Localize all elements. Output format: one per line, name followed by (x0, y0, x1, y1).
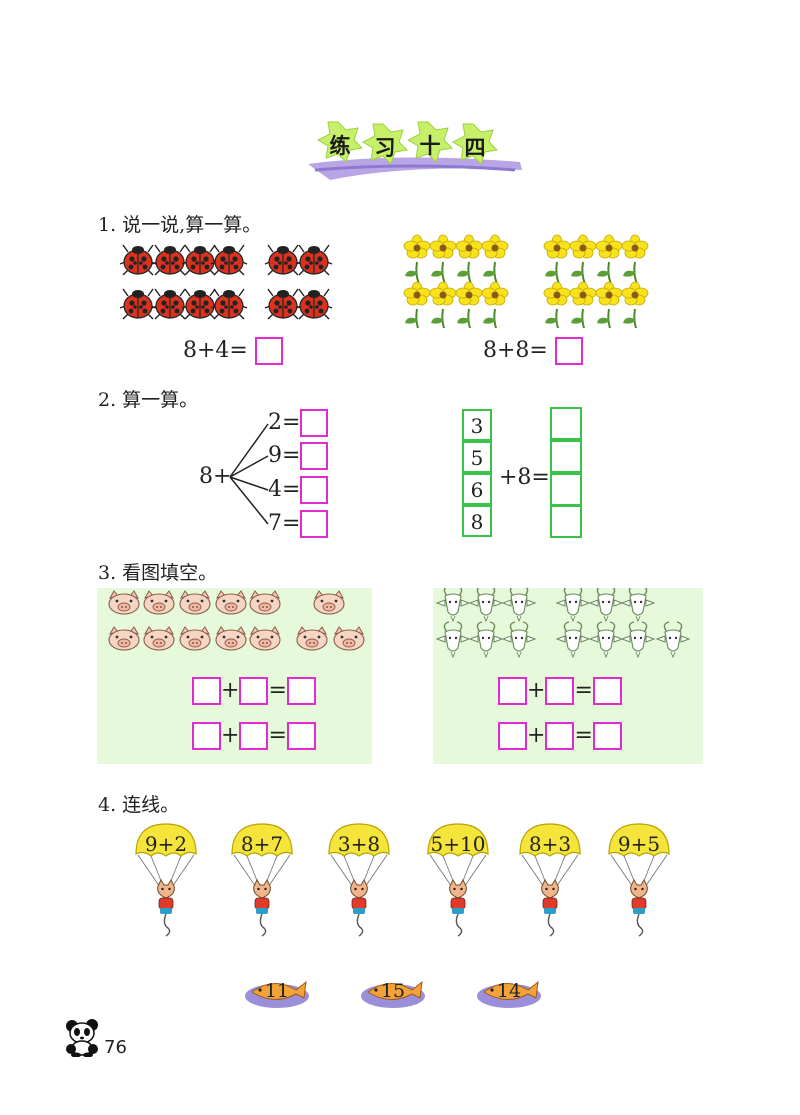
answer-cell[interactable] (550, 440, 582, 473)
page-title: 练 习 十 四 (300, 112, 530, 192)
answer-box[interactable] (300, 442, 329, 470)
section-3-label: 3. 看图填空。 (98, 562, 218, 584)
parachute-card[interactable]: 9+5 (607, 822, 671, 940)
answer-cell[interactable] (550, 505, 582, 538)
equation-text: 8+8= (483, 338, 548, 363)
parachute-expression: 3+8 (337, 832, 381, 856)
answer-box[interactable] (554, 337, 583, 365)
pig-panel: += += (97, 588, 372, 764)
answer-box[interactable] (239, 677, 269, 705)
answer-cell[interactable] (550, 473, 582, 506)
equals-sign: = (574, 723, 593, 748)
plus-sign: + (527, 678, 546, 703)
number-cell: 6 (462, 473, 492, 505)
plus-sign: + (221, 678, 240, 703)
parachute-card[interactable]: 5+10 (426, 822, 490, 940)
branch-row: 2= (268, 409, 329, 437)
equals-sign: = (268, 678, 287, 703)
answer-box[interactable] (545, 722, 575, 750)
parachute-expression: 8+3 (528, 832, 572, 856)
answer-box[interactable] (592, 677, 622, 705)
branch-base: 8+ (199, 464, 232, 489)
fish-card[interactable]: 14 (476, 974, 542, 1010)
answer-box[interactable] (286, 677, 316, 705)
answer-box[interactable] (498, 722, 527, 750)
column-operator: +8= (499, 465, 550, 490)
title-char: 四 (464, 136, 486, 160)
section-2-label: 2. 算一算。 (98, 389, 199, 411)
equation-text: 8+4= (183, 338, 248, 363)
parachute-card[interactable]: 3+8 (327, 822, 391, 940)
equation-row: += (192, 722, 316, 750)
fish-number: 15 (380, 980, 406, 1002)
answer-box[interactable] (254, 337, 283, 365)
section-1-label: 1. 说一说,算一算。 (98, 214, 262, 236)
branch-row: 4= (268, 476, 329, 504)
answer-box[interactable] (592, 722, 622, 750)
equation-row: += (498, 722, 622, 750)
branch-row: 7= (268, 510, 329, 538)
fish-number: 11 (264, 980, 290, 1002)
flower-group (395, 233, 655, 332)
branch-lines (229, 423, 269, 525)
branch-text: 4= (268, 477, 301, 502)
answer-box[interactable] (192, 722, 221, 750)
branch-text: 2= (268, 410, 301, 435)
equation-row: += (498, 677, 622, 705)
branch-text: 9= (268, 443, 301, 468)
title-swoosh-decoration (308, 121, 522, 180)
answer-box[interactable] (239, 722, 269, 750)
panda-icon (66, 1019, 98, 1057)
branch-row: 9= (268, 442, 329, 470)
ladybug-group (118, 240, 338, 325)
fish-card[interactable]: 15 (360, 974, 426, 1010)
parachute-card[interactable]: 8+7 (230, 822, 294, 940)
plus-sign: + (527, 723, 546, 748)
title-char: 十 (419, 134, 441, 158)
fish-card[interactable]: 11 (244, 974, 310, 1010)
goat-panel: += += (433, 588, 703, 764)
answer-box[interactable] (300, 409, 329, 437)
parachute-expression: 9+5 (617, 832, 661, 856)
flower-icon (403, 234, 649, 332)
parachute-expression: 5+10 (430, 832, 486, 856)
equals-sign: = (574, 678, 593, 703)
equation-8-plus-4: 8+4= (183, 337, 283, 365)
plus-sign: + (221, 723, 240, 748)
parachute-expression: 9+2 (144, 832, 188, 856)
branch-text: 7= (268, 511, 301, 536)
section-4-label: 4. 连线。 (98, 794, 180, 816)
ladybug-icon (119, 244, 333, 320)
pig-icon (108, 590, 365, 651)
equation-8-plus-8: 8+8= (483, 337, 583, 365)
number-cell: 8 (462, 505, 492, 537)
parachute-card[interactable]: 8+3 (518, 822, 582, 940)
title-char: 练 (329, 134, 351, 158)
title-char: 习 (374, 136, 396, 160)
answer-box[interactable] (300, 476, 329, 504)
page-number: 76 (104, 1037, 127, 1058)
answer-box[interactable] (286, 722, 316, 750)
parachute-expression: 8+7 (240, 832, 284, 856)
equals-sign: = (268, 723, 287, 748)
answer-box[interactable] (498, 677, 527, 705)
fish-number: 14 (496, 980, 522, 1002)
answer-box[interactable] (545, 677, 575, 705)
number-cell: 3 (462, 409, 492, 441)
parachute-card[interactable]: 9+2 (134, 822, 198, 940)
answer-cell[interactable] (550, 407, 582, 440)
answer-box[interactable] (300, 510, 329, 538)
answer-box[interactable] (192, 677, 221, 705)
goat-icon (436, 588, 690, 658)
number-cell: 5 (462, 441, 492, 473)
equation-row: += (192, 677, 316, 705)
